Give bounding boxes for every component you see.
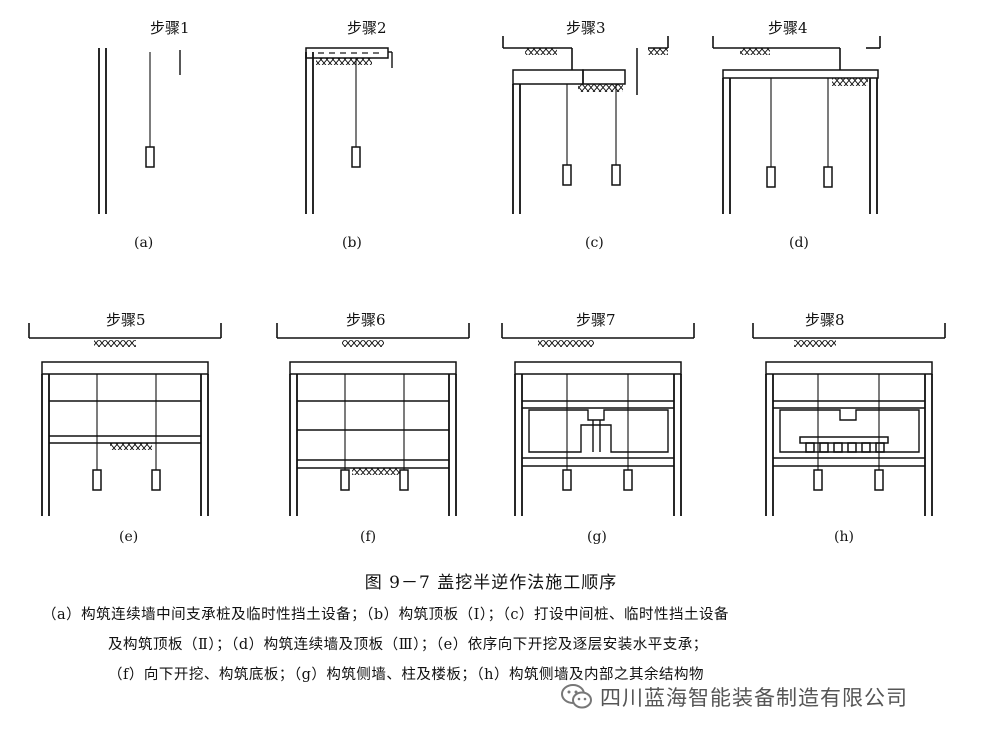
subfigure-label-e: (e) xyxy=(119,529,139,545)
subfigure-label-b: (b) xyxy=(342,235,362,251)
subfigure-label-h: (h) xyxy=(834,529,854,545)
roof-slab xyxy=(514,361,682,375)
panel-a xyxy=(98,48,181,214)
subfigure-label-a: (a) xyxy=(134,235,154,251)
pile-footing xyxy=(611,164,621,186)
watermark: 四川蓝海智能装备制造有限公司 xyxy=(560,680,908,714)
wechat-icon xyxy=(561,684,592,709)
panel-d xyxy=(712,36,881,214)
side-wall-and-slab xyxy=(779,409,920,453)
pile-footing xyxy=(766,166,776,188)
step-label-6: 步骤6 xyxy=(346,311,386,329)
panel-h xyxy=(752,323,946,516)
backfill-hatch xyxy=(794,340,836,347)
subfigure-label-g: (g) xyxy=(587,529,607,545)
platform-slab xyxy=(799,436,889,444)
figure-title: 图 9－7 盖挖半逆作法施工顺序 xyxy=(364,573,618,593)
pile-footing xyxy=(399,469,409,491)
panel-c xyxy=(502,36,669,214)
pile-footing xyxy=(874,469,884,491)
step-label-3: 步骤3 xyxy=(566,19,606,37)
panel-e xyxy=(28,323,222,516)
subfigure-label-c: (c) xyxy=(585,235,604,251)
caption-line-3: （f）向下开挖、构筑底板；（g）构筑侧墙、柱及楼板；（h）构筑侧墙及内部之其余结… xyxy=(108,667,704,683)
panel-f xyxy=(276,323,470,516)
roof-slab xyxy=(765,361,933,375)
backfill-hatch xyxy=(342,340,384,347)
pile-footing xyxy=(145,146,155,168)
caption-line-1: （a）构筑连续墙中间支承桩及临时性挡土设备；（b）构筑顶板（Ⅰ）；（c）打设中间… xyxy=(42,607,730,623)
platform-support xyxy=(833,442,843,453)
backfill-hatch xyxy=(525,48,557,55)
caption-line-2: 及构筑顶板（Ⅱ）；（d）构筑连续墙及顶板（Ⅲ）；（e）依序向下开挖及逐层安装水平… xyxy=(108,637,708,653)
side-wall-and-slab xyxy=(528,409,669,453)
roof-slab-3 xyxy=(722,69,879,79)
platform-support xyxy=(805,442,815,453)
excavation-hatch xyxy=(110,443,152,450)
roof-slab-2 xyxy=(582,69,626,85)
backfill-hatch xyxy=(578,84,623,92)
platform-support xyxy=(875,442,885,453)
backfill-hatch xyxy=(538,340,594,347)
pile-footing xyxy=(562,469,572,491)
step-label-4: 步骤4 xyxy=(768,19,808,37)
pile-footing xyxy=(823,166,833,188)
pile-footing xyxy=(340,469,350,491)
platform-support xyxy=(861,442,871,453)
pile-footing xyxy=(351,146,361,168)
subfigure-label-d: (d) xyxy=(789,235,809,251)
platform-support xyxy=(819,442,829,453)
pile-footing xyxy=(151,469,161,491)
step-label-7: 步骤7 xyxy=(576,311,616,329)
step-label-5: 步骤5 xyxy=(106,311,146,329)
step-label-2: 步骤2 xyxy=(347,19,387,37)
watermark-text: 四川蓝海智能装备制造有限公司 xyxy=(600,686,908,710)
pile-footing xyxy=(92,469,102,491)
step-label-8: 步骤8 xyxy=(805,311,845,329)
step-label-1: 步骤1 xyxy=(150,19,190,37)
roof-slab-2 xyxy=(512,69,584,85)
backfill-hatch xyxy=(740,48,770,55)
panel-g xyxy=(501,323,695,516)
backfill-hatch xyxy=(316,58,372,65)
backfill-hatch xyxy=(832,78,868,86)
roof-slab xyxy=(289,361,457,375)
excavation-hatch xyxy=(352,468,400,475)
pile-footing xyxy=(623,469,633,491)
pile-footing xyxy=(562,164,572,186)
backfill-hatch xyxy=(648,48,668,55)
backfill-hatch xyxy=(94,340,136,347)
pile-footing xyxy=(813,469,823,491)
panel-b xyxy=(305,47,393,214)
subfigure-label-f: (f) xyxy=(360,529,377,545)
platform-support xyxy=(847,442,857,453)
roof-slab xyxy=(41,361,209,375)
